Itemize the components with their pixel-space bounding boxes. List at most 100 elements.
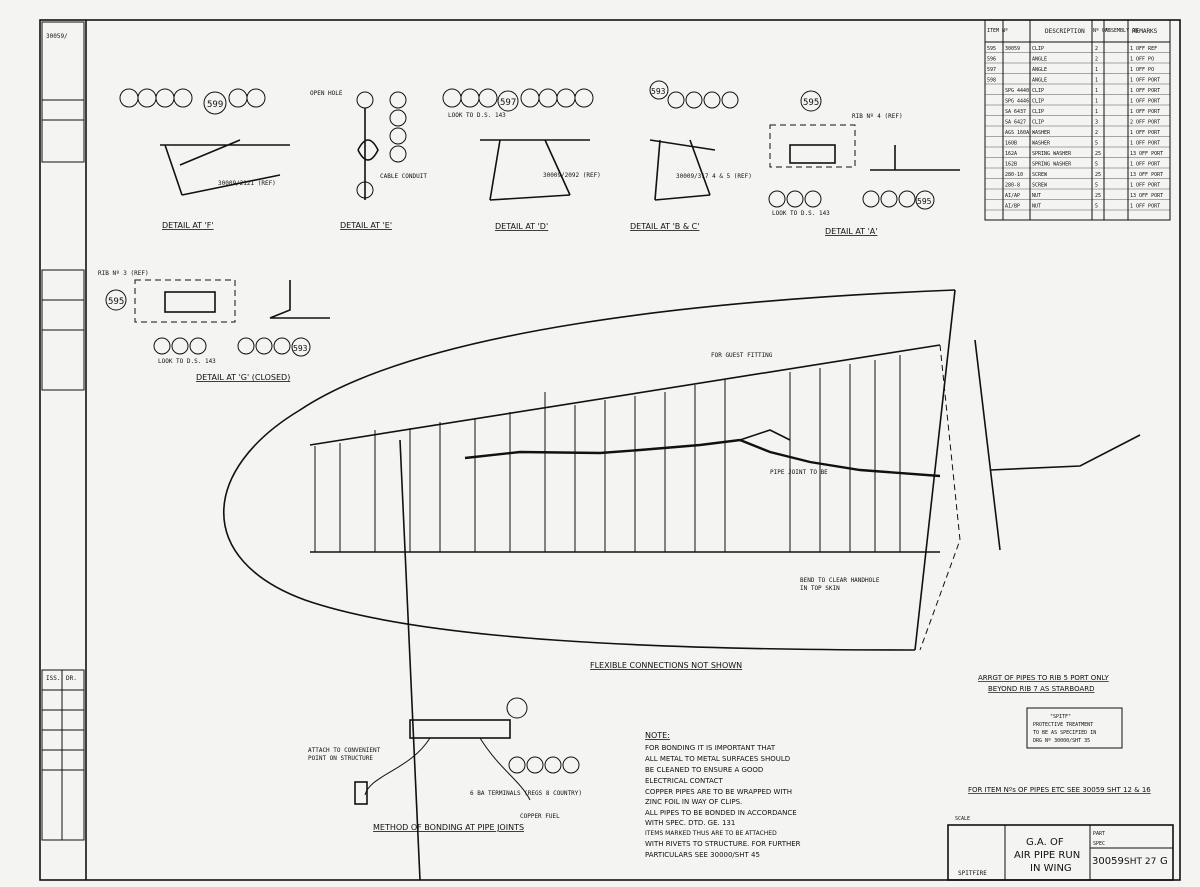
svg-text:595: 595 (108, 297, 124, 307)
svg-text:595: 595 (917, 197, 932, 206)
drawing-title-line-1: G.A. OF (1026, 837, 1064, 848)
parts-cell: SA 6437 (1005, 109, 1026, 115)
parts-cell: WASHER (1032, 141, 1051, 147)
svg-text:ALL METAL TO METAL SURFACES SH: ALL METAL TO METAL SURFACES SHOULD (645, 755, 790, 763)
ref-f: 30009/2121 (REF) (218, 180, 276, 187)
parts-cell: 1 OFF PORT (1130, 130, 1160, 136)
parts-cell: NUT (1032, 204, 1041, 210)
front-spar (309, 344, 941, 446)
parts-cell: SCREW (1032, 172, 1048, 178)
flexible-connections-label: FLEXIBLE CONNECTIONS NOT SHOWN (590, 661, 742, 670)
svg-text:593: 593 (651, 87, 666, 96)
arrgt-line-2: BEYOND RIB 7 AS STARBOARD (988, 685, 1095, 693)
parts-cell: ANGLE (1032, 57, 1047, 63)
drawing-title-line-3: IN WING (1030, 863, 1072, 874)
parts-cell: SA 6427 (1005, 120, 1026, 126)
detail-d: 597 LOOK TO D.S. 143 30009/2092 (REF) DE… (442, 88, 601, 231)
parts-cell: CLIP (1032, 99, 1044, 105)
detail-a: 595 RIB Nº 4 (REF) 595 LOOK TO D.S. 143 … (768, 90, 960, 236)
detail-f-label: DETAIL AT 'F' (162, 221, 214, 230)
left-block-number: 30059/ (46, 33, 68, 40)
scale-label: SCALE (955, 816, 970, 822)
bend-clear-label: BEND TO CLEAR HANDHOLE (800, 577, 880, 584)
ribs (314, 355, 901, 552)
parts-cell: AGS 160A (1005, 130, 1029, 136)
parts-table: ITEM Nº DESCRIPTION Nº OFF ASSEMBLY ON R… (984, 19, 1171, 221)
svg-text:WITH SPEC. DTD. GE. 131: WITH SPEC. DTD. GE. 131 (645, 819, 735, 827)
parts-cell: 596 (987, 57, 996, 63)
rev-header-dr: DR. (66, 675, 77, 682)
parts-header-remarks: REMARKS (1132, 28, 1158, 35)
sheet-border (39, 19, 1181, 881)
wing-plan: FOR GUEST FITTING PIPE JOINT TO BE BEND … (222, 289, 1141, 881)
parts-cell: 1 OFF PO (1130, 57, 1154, 63)
detail-a-label: DETAIL AT 'A' (825, 227, 877, 236)
parts-header-description: DESCRIPTION (1045, 28, 1085, 35)
parts-cell: 1 OFF PORT (1130, 183, 1160, 189)
copper-fuel-label: COPPER FUEL (520, 813, 560, 820)
parts-cell: ANGLE (1032, 78, 1047, 84)
in-top-skin-label: IN TOP SKIN (800, 585, 840, 592)
parts-cell: 162B (1005, 162, 1017, 168)
parts-cell: 160B (1005, 141, 1017, 147)
issue-letter: G (1160, 856, 1168, 867)
parts-cell: 162A (1005, 151, 1017, 157)
attach-line-2: POINT ON STRUCTURE (308, 755, 373, 762)
parts-cell: ANGLE (1032, 67, 1047, 73)
terminals-label: 6 BA TERMINALS (REGS 8 COUNTRY) (470, 790, 582, 797)
rev-header-iss: ISS. (46, 675, 60, 682)
parts-cell: 5 (1095, 141, 1098, 147)
detail-e: OPEN HOLE CABLE CONDUIT DETAIL AT 'E' (310, 90, 427, 230)
pipe-joint-label: PIPE JOINT TO BE (770, 469, 828, 476)
drawing-title-line-2: AIR PIPE RUN (1014, 850, 1080, 861)
parts-cell: 1 OFF PORT (1130, 109, 1160, 115)
bonding-method-detail: ATTACH TO CONVENIENT POINT ON STRUCTURE … (308, 697, 582, 832)
svg-text:597: 597 (500, 98, 516, 108)
parts-cell: 1 OFF REF (1130, 46, 1157, 52)
parts-cell: 30059 (1005, 46, 1020, 52)
parts-cell: 1 OFF PORT (1130, 141, 1160, 147)
parts-cell: 25 (1095, 172, 1101, 178)
cable-conduit-label: CABLE CONDUIT (380, 173, 427, 180)
svg-text:DRG Nº 30000/SHT 35: DRG Nº 30000/SHT 35 (1033, 738, 1090, 744)
parts-cell: 2 (1095, 57, 1098, 63)
parts-cell: 280-10 (1005, 172, 1023, 178)
section-line (399, 439, 421, 881)
parts-cell: SCREW (1032, 183, 1048, 189)
parts-header-item: ITEM Nº (987, 28, 1008, 34)
svg-text:599: 599 (207, 100, 223, 110)
parts-cell: SPRING WASHER (1032, 162, 1072, 168)
parts-cell: 13 OFF PORT (1130, 193, 1163, 199)
parts-cell: 597 (987, 67, 996, 73)
open-hole-label: OPEN HOLE (310, 90, 343, 97)
parts-cell: 1 OFF PORT (1130, 78, 1160, 84)
part-label: PART (1093, 831, 1105, 837)
arrgt-line-1: ARRGT OF PIPES TO RIB 5 PORT ONLY (978, 674, 1109, 682)
parts-cell: WASHER (1032, 130, 1051, 136)
parts-cell: 1 (1095, 88, 1098, 94)
parts-cell: 1 (1095, 67, 1098, 73)
parts-header-assembly: ASSEMBLY ON (1105, 28, 1138, 34)
revision-strip: 30059/ ISS. DR. (41, 21, 85, 841)
drawing-number: 30059 (1092, 856, 1124, 867)
parts-cell: 13 OFF PORT (1130, 151, 1163, 157)
callout-593-b (291, 337, 311, 357)
callout-595-b (915, 190, 935, 210)
parts-cell: 5 (1095, 162, 1098, 168)
svg-text:NOTE:: NOTE: (645, 731, 670, 740)
parts-header-off: Nº OFF (1093, 28, 1111, 34)
svg-text:PARTICULARS SEE 30000/SHT 45: PARTICULARS SEE 30000/SHT 45 (645, 851, 760, 859)
notes-block: NOTE: FOR BONDING IT IS IMPORTANT THAT A… (645, 731, 801, 859)
parts-cell: 3 (1095, 120, 1098, 126)
parts-cell: 5 (1095, 183, 1098, 189)
look-to-ds-d: LOOK TO D.S. 143 (448, 112, 506, 119)
detail-g-label: DETAIL AT 'G' (CLOSED) (196, 373, 290, 382)
parts-cell: 25 (1095, 151, 1101, 157)
parts-cell: AI/BP (1005, 204, 1020, 210)
svg-text:ITEMS MARKED THUS ARE TO BE AT: ITEMS MARKED THUS ARE TO BE ATTACHED (645, 830, 777, 837)
parts-cell: 598 (987, 78, 996, 84)
parts-cell: 25 (1095, 193, 1101, 199)
parts-cell: CLIP (1032, 120, 1044, 126)
parts-cell: SPG 4446 (1005, 99, 1029, 105)
